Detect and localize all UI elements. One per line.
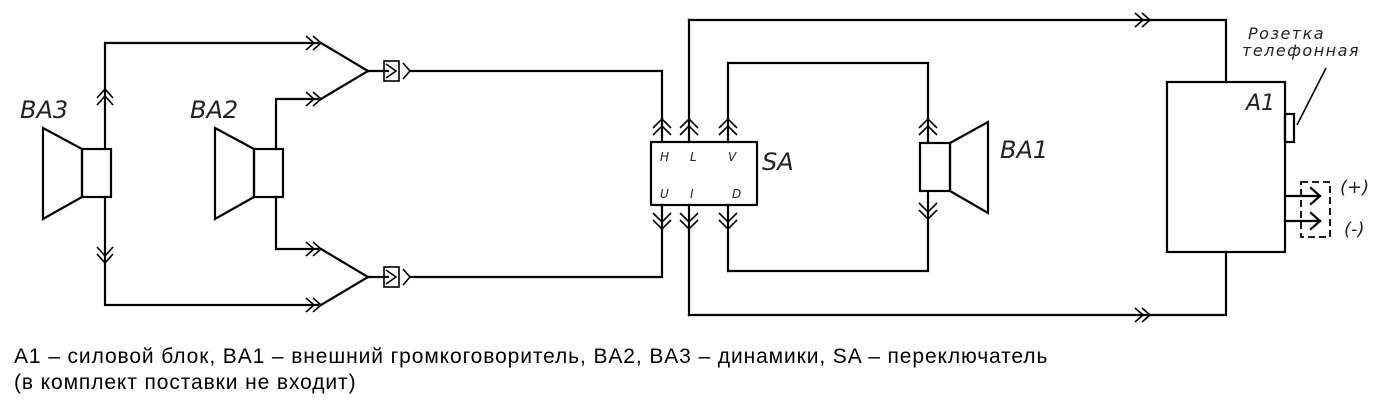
connector-icon xyxy=(1141,307,1152,323)
sa-pin-u: U xyxy=(660,187,669,201)
speaker-ba3: BA3 xyxy=(20,96,113,221)
connector-icon xyxy=(652,212,738,231)
splitter-bottom xyxy=(305,228,664,313)
speaker-ba1: BA1 xyxy=(918,120,1048,215)
speaker-magnet-icon xyxy=(918,141,952,193)
speaker-cone-icon xyxy=(948,120,990,215)
ba1-wires xyxy=(726,61,938,273)
connector-icon xyxy=(305,297,316,313)
plug-icon xyxy=(383,60,400,82)
speaker-magnet-icon xyxy=(80,147,113,199)
connector-icon xyxy=(305,241,316,257)
a1-label: A1 xyxy=(1244,91,1275,116)
terminal-minus-label: (-) xyxy=(1344,219,1365,240)
ba2-wires xyxy=(274,97,320,251)
a1-wires xyxy=(687,12,1228,323)
figure-caption: A1 – силовой блок, BA1 – внешний громког… xyxy=(14,344,1048,396)
sa-label: SA xyxy=(762,148,794,176)
sa-pin-i: I xyxy=(690,187,694,201)
ba3-label: BA3 xyxy=(20,96,68,124)
connector-icon xyxy=(918,202,938,214)
sa-pin-l: L xyxy=(690,150,697,164)
connector-icon xyxy=(96,94,114,106)
switch-sa: SA H L V U I D xyxy=(649,18,794,317)
sa-pin-d: D xyxy=(732,187,741,201)
speaker-cone-icon xyxy=(41,126,84,221)
connector-icon xyxy=(652,117,738,136)
sa-pin-h: H xyxy=(660,150,669,164)
connector-icon xyxy=(1141,12,1152,28)
connector-icon xyxy=(1134,12,1145,28)
speaker-cone-icon xyxy=(213,126,256,221)
phone-socket-label-1: Розетка xyxy=(1248,24,1325,43)
sa-pin-v: V xyxy=(728,150,737,164)
power-unit-a1: A1 Розетка телефонная (+) (-) xyxy=(1165,24,1369,254)
terminal-plus-arrow-icon xyxy=(1309,186,1322,206)
caption-line-2: (в комплект поставки не входит) xyxy=(14,371,357,394)
leader-line xyxy=(1296,67,1327,126)
phone-socket-icon xyxy=(1283,112,1296,144)
connector-icon xyxy=(305,91,316,107)
caption-line-1: A1 – силовой блок, BA1 – внешний громког… xyxy=(14,345,1049,368)
connector-icon xyxy=(96,253,114,265)
ba2-label: BA2 xyxy=(190,96,238,124)
ba3-wires xyxy=(96,41,320,307)
splitter-top xyxy=(305,35,664,120)
connector-icon xyxy=(96,87,114,99)
ba1-label: BA1 xyxy=(1000,136,1048,164)
wiring-diagram: BA3 BA2 xyxy=(20,12,1369,323)
connector-icon xyxy=(918,117,938,129)
connector-icon xyxy=(96,246,114,258)
a1-body xyxy=(1165,80,1287,254)
speaker-ba2: BA2 xyxy=(190,96,285,221)
connector-icon xyxy=(918,124,938,136)
connector-icon xyxy=(305,35,316,51)
terminal-minus-arrow-icon xyxy=(1309,211,1322,231)
speaker-magnet-icon xyxy=(252,147,285,199)
terminal-plus-label: (+) xyxy=(1340,177,1369,198)
plug-icon xyxy=(383,266,400,288)
phone-socket-label-2: телефонная xyxy=(1242,41,1360,60)
terminal-block-icon xyxy=(1300,181,1331,238)
connector-icon xyxy=(1134,307,1145,323)
connector-icon xyxy=(918,209,938,221)
switch-body xyxy=(649,140,759,207)
